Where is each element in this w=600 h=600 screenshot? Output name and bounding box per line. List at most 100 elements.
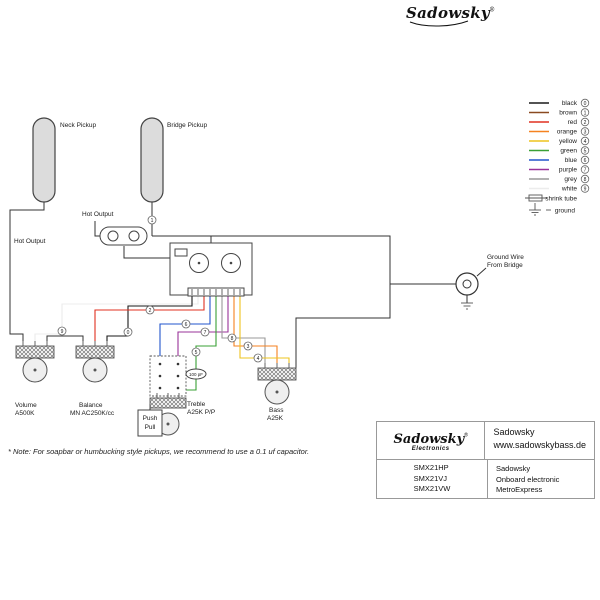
wire-connector-pcb [123,246,170,259]
svg-text:7: 7 [204,330,207,336]
product-line: Onboard electronic [496,474,560,484]
wire-black [106,296,193,341]
wire-neck-hot [9,202,45,341]
legend-num: 3 [584,129,587,135]
title-block-logo-cell: Sadowsky® Electronics [377,422,486,459]
bridge-pickup [140,117,164,203]
legend-ground: ground [529,203,575,216]
legend-num: 8 [584,177,587,183]
legend-num: 4 [584,139,587,145]
tag-black: 0 [123,327,133,337]
tag-brown: 1 [147,215,157,225]
model-number: SMX21VJ [413,473,448,483]
hot-output-bridge-label: Hot Output [82,211,114,218]
push-label: Push [143,415,158,422]
model-number: SMX21HP [413,463,449,473]
wire-groundwire-leader [476,267,487,277]
tag-purple: 7 [200,327,210,337]
treble-label-1: Treble [187,401,206,408]
tb-brand-text: Sadowsky [393,431,465,447]
product-line: MetroExpress [496,485,543,494]
wire-hot-output-leader [94,221,100,237]
wire-tags: 1 9 0 2 6 7 5 8 3 4 [57,215,263,363]
product-line: Sadowsky [496,464,531,473]
legend-num: 7 [584,167,587,173]
color-legend: black 0 brown 1 red 2 orange 3 yellow [525,98,590,216]
pull-label: Pull [145,424,156,431]
legend-row-blue: blue 6 [529,155,590,164]
balance-pot [75,341,115,383]
title-block-models-cell: SMX21HP SMX21VJ SMX21VW [377,460,488,498]
legend-label: red [568,119,578,126]
svg-text:1: 1 [151,218,154,224]
company-website: www.sadowskybass.de [493,440,586,450]
legend-num: 0 [584,101,587,107]
legend-num: 9 [584,186,587,192]
legend-num: 2 [584,120,587,126]
volume-pot [15,341,55,383]
treble-pot [149,355,187,436]
tag-green: 5 [191,347,201,357]
legend-label: brown [559,110,577,117]
balance-label-2: MN AC250K/cc [70,410,115,417]
legend-label: blue [565,157,578,164]
legend-row-grey: grey 8 [529,174,590,183]
wire-red [94,296,205,341]
wire-vol-bal-jumper [46,335,84,341]
legend-num: 6 [584,158,587,164]
tb-registered-mark: ® [464,432,468,439]
svg-text:8: 8 [231,336,234,342]
company-name: Sadowsky [493,427,535,437]
bridge-pickup-label: Bridge Pickup [167,122,207,129]
bass-pot [257,363,297,405]
svg-text:4: 4 [257,356,260,362]
wire-green-a [195,296,217,369]
treble-label-2: A25K P/P [187,409,215,416]
preamp-pcb [169,242,253,297]
legend-row-yellow: yellow 4 [529,136,590,145]
legend-label: shrink tube [545,195,577,202]
model-number: SMX21VW [413,484,451,494]
tb-brand-sub: Electronics [411,445,450,452]
wire-white [34,296,199,341]
svg-text:3: 3 [247,344,250,350]
legend-label: grey [564,176,577,183]
title-block: Sadowsky® Electronics Sadowsky www.sadow… [376,421,595,499]
bass-label-2: A25K [267,415,284,422]
legend-row-white: white 9 [529,184,590,193]
svg-text:9: 9 [61,329,64,335]
wire-yellow [239,296,290,363]
svg-text:2: 2 [149,308,152,314]
legend-label: yellow [559,138,577,145]
brand-text: Sadowsky [406,4,490,22]
pickup-connector [99,226,148,246]
cap-label: 100 pF [189,372,203,377]
brand-registered-mark: ® [489,7,495,14]
legend-shrink-tube: shrink tube [525,194,577,202]
legend-row-black: black 0 [529,98,590,107]
tag-orange: 3 [243,341,253,351]
legend-label: black [562,100,578,107]
legend-label: orange [557,129,578,136]
ground-wire-label-1: Ground Wire [487,254,524,261]
ground-wire-label-2: From Bridge [487,262,523,269]
volume-label-2: A500K [15,410,35,417]
legend-row-purple: purple 7 [529,165,590,174]
ground-icon [529,203,541,216]
title-block-company-cell: Sadowsky www.sadowskybass.de [485,422,594,459]
tag-blue: 6 [181,319,191,329]
legend-label: purple [559,167,577,174]
neck-pickup [32,117,56,203]
svg-text:0: 0 [127,330,130,336]
legend-label: white [561,186,578,193]
wire-orange [233,296,278,363]
footnote: * Note: For soapbar or humbucking style … [8,447,310,456]
capacitor-100pf [185,368,207,380]
volume-label-1: Volume [15,402,37,409]
wire-main-run [152,235,391,368]
svg-text:6: 6 [185,322,188,328]
legend-num: 1 [584,110,587,116]
bass-label-1: Bass [269,407,284,414]
